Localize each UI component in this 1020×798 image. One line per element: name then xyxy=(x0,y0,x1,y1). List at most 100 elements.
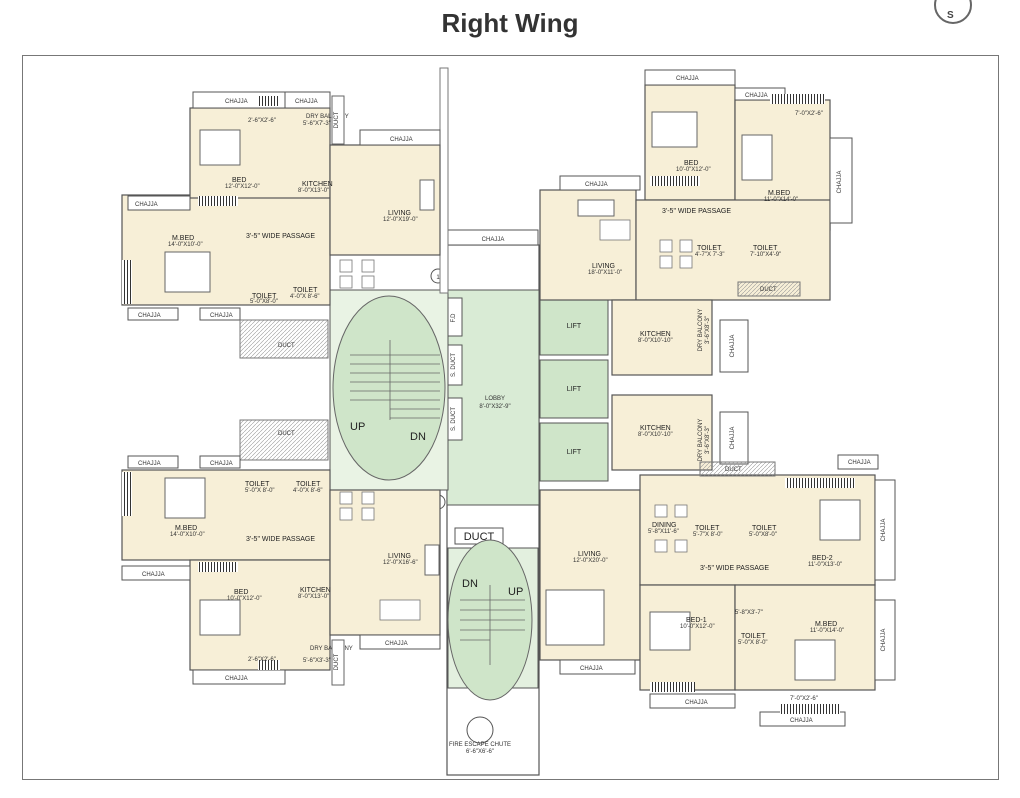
u3-chajja-top: CHAJJA xyxy=(848,460,871,466)
u2-living-label: LIVING xyxy=(592,263,615,270)
u4-living-label: LIVING xyxy=(388,553,411,560)
stair2-up-label: UP xyxy=(508,586,523,598)
u2-chajja-living: CHAJJA xyxy=(585,182,608,188)
u1-toilet-b-dim: 4'-0"X 8'-6" xyxy=(290,294,320,300)
u3-duct-label: DUCT xyxy=(725,467,742,473)
u4-living-dim: 12'-0"X16'-6" xyxy=(383,560,418,566)
u4-dry-dim: 5'-6"X3'-3" xyxy=(303,658,331,664)
lift-label-1: LIFT xyxy=(567,323,582,330)
u4-bed-dim: 10'-0"X12'-0" xyxy=(227,596,262,602)
u2-chajja-kitchen: CHAJJA xyxy=(730,335,736,358)
lift-label-3: LIFT xyxy=(567,449,582,456)
u1-mbed-label: M.BED xyxy=(172,235,194,242)
u1-duct-bottom: DUCT xyxy=(278,343,295,349)
u1-kitchen-dim: 8'-0"X13'-0" xyxy=(298,188,329,194)
u1-living-label: LIVING xyxy=(388,210,411,217)
u2-toilet-b-label: TOILET xyxy=(753,245,778,252)
u1-toilet-a-label: TOILET xyxy=(252,293,277,300)
u1-bed-label: BED xyxy=(232,177,246,184)
u1-toilet-a-dim: 5'-0"X8'-0" xyxy=(250,299,278,305)
u2-toilet-b-dim: 7'-10"X4'-9" xyxy=(750,252,781,258)
u1-chajja-top: CHAJJA xyxy=(225,99,248,105)
u3-bed2-label: BED-2 xyxy=(812,555,833,562)
u3-bed2-dim: 11'-0"X13'-0" xyxy=(808,562,842,568)
u2-bed-label: BED xyxy=(684,160,698,167)
u4-kitchen-label: KITCHEN xyxy=(300,587,331,594)
u3-kitchen-dim: 8'-0"X10'-10" xyxy=(638,432,673,438)
unit-1: CHAJJA CHAJJA CHAJJA CHAJJA CHAJJA CHAJJ… xyxy=(121,91,441,359)
u2-mbed-dim: 11'-0"X14'-0" xyxy=(764,197,798,203)
u1-dry-label: DRY BALCONY xyxy=(306,114,349,120)
u3-chajja-right: CHAJJA xyxy=(881,519,887,542)
u2-toilet-a-dim: 4'-7"X 7'-3" xyxy=(695,252,725,258)
u1-passage-label: 3'-5" WIDE PASSAGE xyxy=(246,233,315,240)
u4-chajja-top2: CHAJJA xyxy=(210,461,233,467)
u3-dry-dim: 3'-6"X8'-3" xyxy=(705,426,711,454)
u2-living-dim: 18'-0"X11'-0" xyxy=(588,270,622,276)
u4-toilet-a-label: TOILET xyxy=(245,481,270,488)
u4-mbed-dim: 14'-0"X10'-0" xyxy=(170,532,205,538)
u2-dry-dim: 3'-6"X8'-3" xyxy=(705,316,711,344)
u2-kitchen-label: KITCHEN xyxy=(640,331,671,338)
u3-chajja-kitchen: CHAJJA xyxy=(730,427,736,450)
u2-small-dim: 7'-0"X2'-6" xyxy=(795,111,823,117)
u3-bed1-label: BED-1 xyxy=(686,617,707,624)
u4-dry-label: DRY BALCONY xyxy=(310,646,353,652)
u4-chajja-living: CHAJJA xyxy=(385,641,408,647)
u4-small-dim: 2'-6"X2'-6" xyxy=(248,657,276,663)
unit-4: DUCT CHAJJA CHAJJA CHAJJA CHAJJA CHAJJA … xyxy=(121,419,441,686)
furniture xyxy=(339,219,693,621)
u2-passage-label: 3'-5" WIDE PASSAGE xyxy=(662,208,731,215)
u3-toilet-a-label: TOILET xyxy=(695,525,720,532)
u4-toilet-b-label: TOILET xyxy=(296,481,321,488)
u2-mbed-label: M.BED xyxy=(768,190,790,197)
u4-mbed-label: M.BED xyxy=(175,525,197,532)
u3-dining-dim: 5'-8"X11'-6" xyxy=(648,529,679,535)
u2-chajja-top: CHAJJA xyxy=(676,76,699,82)
u3-small-dim2: 7'-0"X2'-6" xyxy=(790,696,818,702)
u4-chajja-top: CHAJJA xyxy=(138,461,161,467)
u1-bed-dim: 12'-0"X12'-0" xyxy=(225,184,260,190)
u1-kitchen-label: KITCHEN xyxy=(302,181,333,188)
u3-passage-label: 3'-5" WIDE PASSAGE xyxy=(700,565,769,572)
u2-chajja-top2: CHAJJA xyxy=(745,93,768,99)
stair-dn-label: DN xyxy=(410,431,426,443)
page-title: Right Wing xyxy=(441,8,579,38)
unit-3: KITCHEN 8'-0"X10'-10" DRY BALCONY 3'-6"X… xyxy=(539,394,896,727)
u2-toilet-a-label: TOILET xyxy=(697,245,722,252)
compass-letter: S xyxy=(947,10,954,21)
s-duct-label-2: S. DUCT xyxy=(451,407,457,431)
u3-toilet-b-dim: 5'-0"X8'-0" xyxy=(749,532,777,538)
u1-chajja-living: CHAJJA xyxy=(390,137,413,143)
u1-toilet-b-label: TOILET xyxy=(293,287,318,294)
fire-escape-dim: 6'-6"X6'-6" xyxy=(466,749,494,755)
u4-duct-label: DUCT xyxy=(334,653,340,670)
fire-escape-label: FIRE ESCAPE CHUTE xyxy=(449,742,511,748)
u3-toilet-b-label: TOILET xyxy=(752,525,777,532)
u4-passage-label: 3'-5" WIDE PASSAGE xyxy=(246,536,315,543)
chajja-core-top: CHAJJA xyxy=(482,237,505,243)
u3-bed1-dim: 10'-0"X12'-0" xyxy=(680,624,715,630)
lobby-label: LOBBY xyxy=(485,396,505,402)
u2-chajja-right: CHAJJA xyxy=(837,171,843,194)
u3-dry-label: DRY BALCONY xyxy=(698,419,704,462)
u2-dry-label: DRY BALCONY xyxy=(698,309,704,352)
u2-kitchen-dim: 8'-0"X10'-10" xyxy=(638,338,673,344)
u3-living-label: LIVING xyxy=(578,551,601,558)
u3-toilet-a-dim: 5'-7"X 8'-0" xyxy=(693,532,723,538)
u4-chajja-bottom: CHAJJA xyxy=(225,676,248,682)
entry-number-1: 1 xyxy=(436,275,440,281)
u3-chajja-mbed: CHAJJA xyxy=(790,718,813,724)
u2-duct-label: DUCT xyxy=(760,287,777,293)
u1-chajja-top2: CHAJJA xyxy=(295,99,318,105)
lobby-dim: 8'-0"X32'-9" xyxy=(479,404,510,410)
u3-chajja-right2: CHAJJA xyxy=(881,629,887,652)
u4-duct-top: DUCT xyxy=(278,431,295,437)
u4-chajja-left: CHAJJA xyxy=(142,572,165,578)
u4-toilet-a-dim: 5'-0"X 8'-0" xyxy=(245,488,275,494)
u4-kitchen-dim: 8'-0"X13'-0" xyxy=(298,594,329,600)
u3-dining-label: DINING xyxy=(652,522,677,529)
u4-bed-label: BED xyxy=(234,589,248,596)
u1-chajja-left: CHAJJA xyxy=(135,202,158,208)
